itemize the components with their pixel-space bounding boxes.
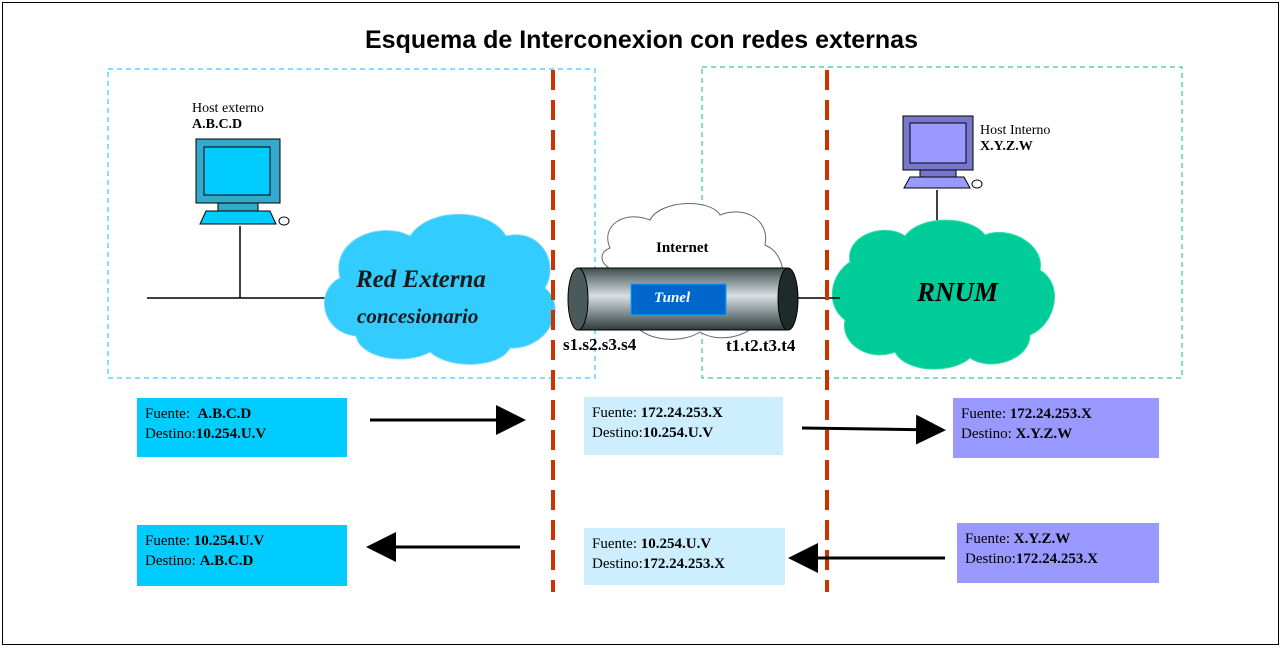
rnum-cloud (831, 219, 1055, 370)
external-host-name: Host externo (192, 101, 264, 116)
external-host-computer-icon (195, 138, 290, 226)
external-host-address: A.B.C.D (192, 117, 243, 132)
packet-dst-value: A.B.C.D (199, 553, 254, 569)
packet-src-key: Fuente: (592, 405, 637, 421)
packet-dst-value: 172.24.253.X (1015, 551, 1098, 567)
packet-src-key: Fuente: (961, 406, 1006, 422)
packet-src-key: Fuente: (965, 531, 1010, 547)
packet-box-ret-1: Fuente: 10.254.U.V Destino: A.B.C.D (137, 525, 347, 586)
external-cloud-subtitle: concesionario (357, 304, 479, 328)
packet-box-out-2: Fuente: 172.24.253.X Destino:10.254.U.V (584, 397, 783, 455)
packet-dst-value: X.Y.Z.W (1015, 426, 1073, 442)
packet-src-value: 172.24.253.X (1009, 406, 1092, 422)
external-zone (107, 68, 596, 379)
packet-dst-key: Destino: (965, 551, 1016, 567)
packet-dst-key: Destino: (961, 426, 1012, 442)
packet-box-out-3: Fuente: 172.24.253.X Destino: X.Y.Z.W (953, 398, 1159, 458)
external-cloud-title: Red Externa (356, 266, 486, 293)
internal-host-computer-icon (902, 115, 983, 189)
packet-dst-key: Destino: (145, 426, 196, 442)
rnum-label: RNUM (917, 277, 999, 307)
packet-box-ret-3: Fuente: X.Y.Z.W Destino:172.24.253.X (957, 523, 1159, 583)
tunnel-right-endpoint: t1.t2.t3.t4 (726, 336, 796, 355)
internal-host-name: Host Interno (980, 123, 1051, 138)
internal-host-address: X.Y.Z.W (980, 139, 1033, 154)
arrow-out-2 (801, 414, 946, 445)
internet-label: Internet (656, 240, 709, 256)
tunnel-label: Tunel (654, 290, 691, 306)
external-host-label: Host externo A.B.C.D (192, 101, 264, 133)
packet-dst-value: 10.254.U.V (642, 425, 714, 441)
packet-src-key: Fuente: (592, 536, 637, 552)
packet-src-value: 10.254.U.V (193, 533, 265, 549)
tunnel-label-box (630, 283, 727, 316)
packet-dst-key: Destino: (592, 556, 643, 572)
tunnel-left-endpoint: s1.s2.s3.s4 (563, 335, 637, 354)
packet-src-value: A.B.C.D (197, 406, 252, 422)
packet-src-value: X.Y.Z.W (1013, 531, 1071, 547)
packet-dst-value: 10.254.U.V (195, 426, 267, 442)
packet-src-key: Fuente: (145, 406, 190, 422)
packet-dst-key: Destino: (592, 425, 643, 441)
packet-src-key: Fuente: (145, 533, 190, 549)
packet-dst-key: Destino: (145, 553, 196, 569)
diagram-title: Esquema de Interconexion con redes exter… (365, 26, 918, 54)
internal-host-label: Host Interno X.Y.Z.W (980, 123, 1050, 155)
packet-dst-value: 172.24.253.X (642, 556, 725, 572)
packet-box-ret-2: Fuente: 10.254.U.V Destino:172.24.253.X (584, 528, 785, 585)
packet-box-out-1: Fuente: A.B.C.D Destino:10.254.U.V (137, 398, 347, 457)
packet-src-value: 10.254.U.V (640, 536, 712, 552)
packet-src-value: 172.24.253.X (640, 405, 723, 421)
